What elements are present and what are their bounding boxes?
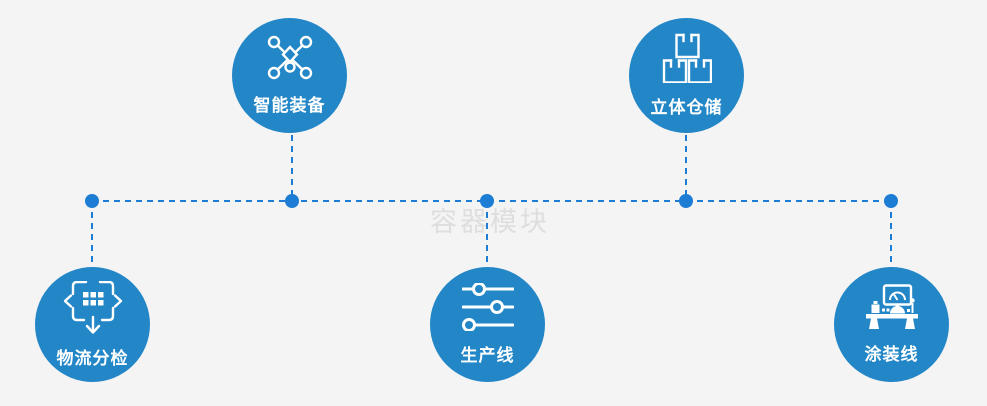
machine-monitor-icon — [865, 284, 918, 329]
junction-dot — [480, 194, 494, 208]
distribute-arrows-icon — [63, 280, 122, 334]
node-smart-equipment: 智能装备 — [232, 18, 347, 133]
junction-dot — [884, 194, 898, 208]
junction-dot — [85, 194, 99, 208]
node-stereo-warehouse: 立体仓储 — [629, 18, 744, 133]
node-label: 智能装备 — [253, 96, 326, 115]
node-label: 立体仓储 — [650, 98, 723, 117]
network-nodes-icon — [267, 35, 312, 80]
node-production-line: 生产线 — [430, 267, 545, 382]
node-label: 物流分检 — [56, 348, 129, 368]
node-coating-line: 涂装线 — [834, 267, 949, 382]
node-label: 生产线 — [460, 346, 515, 365]
watermark-text: 容器模块 — [430, 207, 550, 237]
junction-dot — [285, 194, 299, 208]
sliders-icon — [461, 283, 514, 331]
node-logistics-sorting: 物流分检 — [35, 267, 150, 382]
node-label: 涂装线 — [864, 345, 919, 364]
stacked-boxes-icon — [662, 33, 712, 83]
junction-dot — [679, 194, 693, 208]
